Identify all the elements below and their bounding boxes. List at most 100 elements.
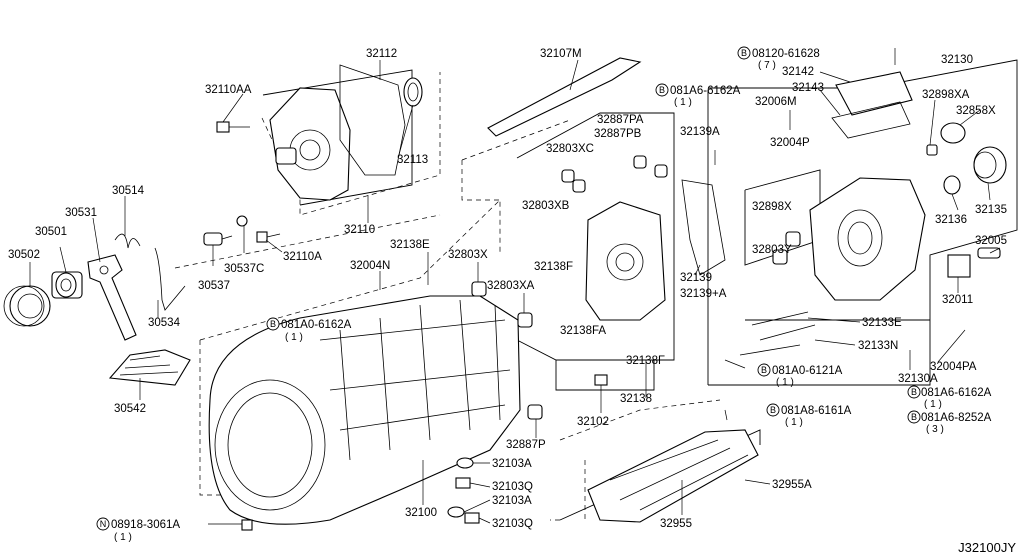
label-32803XB: 32803XB xyxy=(522,200,570,212)
front-cover-32112 xyxy=(269,87,351,201)
fastener-qty: ( 1 ) xyxy=(285,332,303,343)
label-32143: 32143 xyxy=(792,82,824,94)
dust-boot-30542 xyxy=(108,349,191,386)
seal-rings xyxy=(940,122,1007,195)
oil-seal-30502 xyxy=(3,285,51,327)
label-32005: 32005 xyxy=(975,235,1007,247)
label-32138FA: 32138FA xyxy=(560,325,606,337)
bracket-32107M xyxy=(487,57,642,137)
switch-32005 xyxy=(947,247,1001,278)
fastener-callout-081A6-6162A-top: B 081A6-6162A ( 1 ) xyxy=(655,83,741,108)
label-32139: 32139 xyxy=(680,272,712,284)
cover-32142 xyxy=(831,71,913,139)
label-30502: 30502 xyxy=(8,249,40,261)
label-32138F-top: 32138F xyxy=(534,261,573,273)
fastener-code: 081A6-6162A xyxy=(921,387,992,399)
label-32803X: 32803X xyxy=(448,249,488,261)
fastener-symbol: N xyxy=(100,519,107,529)
rear-extension-32130 xyxy=(809,177,926,301)
label-32955: 32955 xyxy=(660,518,692,530)
fastener-code: 081A0-6121A xyxy=(772,365,843,377)
spring-30514 xyxy=(114,233,141,249)
label-32110AA: 32110AA xyxy=(205,84,252,96)
label-32112: 32112 xyxy=(366,48,397,60)
label-30514: 30514 xyxy=(112,185,145,197)
label-32110: 32110 xyxy=(344,224,375,236)
fastener-callout-081A6-6162A-bottom: B 081A6-6162A ( 1 ) xyxy=(907,385,992,410)
label-32004P: 32004P xyxy=(770,137,810,149)
fastener-qty: ( 7 ) xyxy=(758,60,776,71)
label-32803XC: 32803XC xyxy=(546,143,594,155)
label-32139A: 32139A xyxy=(680,126,720,138)
pivot-30537 xyxy=(203,215,248,246)
gasket-32139 xyxy=(681,179,726,276)
fastener-symbol: B xyxy=(761,365,767,375)
fastener-code: 081A8-6161A xyxy=(781,405,852,417)
fastener-code: 08918-3061A xyxy=(111,519,180,531)
transmission-case-32100 xyxy=(208,295,521,525)
release-bearing-30501 xyxy=(51,271,83,299)
fastener-callout-08120-61628: B 08120-61628 ( 7 ) xyxy=(737,46,820,71)
bolt-32110A xyxy=(256,231,281,243)
fastener-qty: ( 1 ) xyxy=(674,97,692,108)
fastener-qty: ( 1 ) xyxy=(924,399,942,410)
label-32887PA: 32887PA xyxy=(597,114,644,126)
label-32100: 32100 xyxy=(405,507,437,519)
fastener-code: 081A6-8252A xyxy=(921,412,992,424)
label-30537C: 30537C xyxy=(224,263,264,275)
fastener-symbol: B xyxy=(741,48,747,58)
fastener-symbol: B xyxy=(770,405,776,415)
fastener-qty: ( 3 ) xyxy=(926,424,944,435)
label-32006M: 32006M xyxy=(755,96,797,108)
guard-32955 xyxy=(587,429,759,523)
withdrawal-lever-30531 xyxy=(87,254,137,341)
label-32102: 32102 xyxy=(577,416,609,428)
label-32803XA: 32803XA xyxy=(487,280,535,292)
label-32135: 32135 xyxy=(975,204,1007,216)
label-32138: 32138 xyxy=(620,393,652,405)
label-30537: 30537 xyxy=(198,280,230,292)
label-32004PA: 32004PA xyxy=(930,361,977,373)
label-32138F-bottom: 32138F xyxy=(626,355,665,367)
label-30534: 30534 xyxy=(148,317,181,329)
fastener-code: 081A6-6162A xyxy=(670,85,741,97)
label-32139plusA: 32139+A xyxy=(680,288,727,300)
fastener-symbol: B xyxy=(659,85,665,95)
label-32887P: 32887P xyxy=(506,439,546,451)
fastener-callout-081A0-6121A: B 081A0-6121A ( 1 ) xyxy=(757,363,843,388)
label-32004N: 32004N xyxy=(350,260,390,272)
label-32898XA: 32898XA xyxy=(922,89,970,101)
fastener-callout-081A6-8252A: B 081A6-8252A ( 3 ) xyxy=(907,410,992,435)
fastener-code: 08120-61628 xyxy=(752,48,820,60)
fastener-symbol: B xyxy=(911,387,917,397)
label-32133N: 32133N xyxy=(858,340,898,352)
label-32103Q-bottom: 32103Q xyxy=(492,518,533,530)
adapter-plate-32138 xyxy=(585,201,666,321)
label-30501: 30501 xyxy=(35,226,67,238)
gasket-32112 xyxy=(339,64,406,176)
fastener-qty: ( 1 ) xyxy=(785,417,803,428)
label-32142: 32142 xyxy=(782,66,814,78)
label-32103A-top: 32103A xyxy=(492,458,532,470)
bolt-32110AA xyxy=(216,121,250,133)
fastener-code: 081A0-6162A xyxy=(281,319,352,331)
label-30542: 30542 xyxy=(114,403,146,415)
label-32133E: 32133E xyxy=(862,317,902,329)
rod-30534 xyxy=(154,247,186,311)
label-32898X: 32898X xyxy=(752,201,792,213)
fastener-qty: ( 1 ) xyxy=(114,532,132,543)
label-32103A-bottom: 32103A xyxy=(492,495,532,507)
label-32130A: 32130A xyxy=(898,373,938,385)
drain-plugs xyxy=(241,457,480,531)
label-32887PB: 32887PB xyxy=(594,128,642,140)
label-30531: 30531 xyxy=(65,207,97,219)
label-32107M: 32107M xyxy=(540,48,582,60)
seal-32113 xyxy=(403,77,423,107)
label-32803Y: 32803Y xyxy=(752,244,792,256)
label-32138E: 32138E xyxy=(390,239,430,251)
fastener-callout-081A0-6162A: B 081A0-6162A ( 1 ) xyxy=(266,317,352,343)
label-32130: 32130 xyxy=(941,54,973,66)
fastener-callout-08918-3061A: N 08918-3061A ( 1 ) xyxy=(96,517,242,543)
label-32136: 32136 xyxy=(935,214,967,226)
